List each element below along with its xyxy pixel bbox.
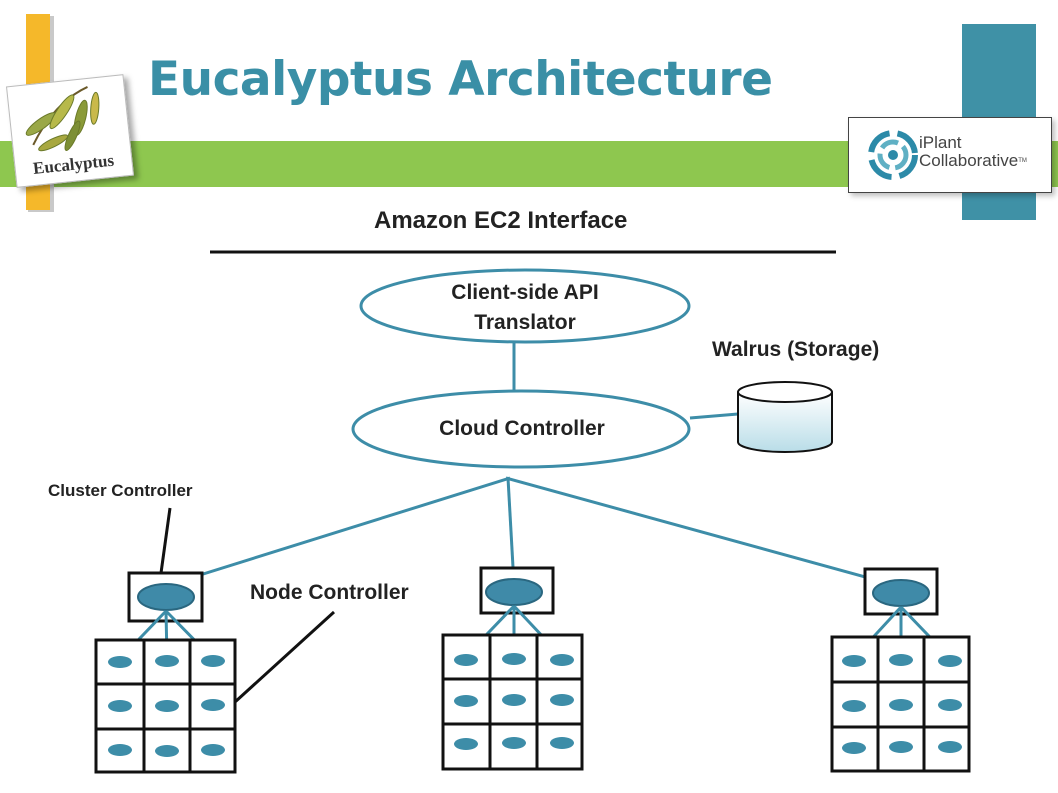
api-translator-label: Client-side API Translator	[362, 278, 688, 338]
cluster-controller-label: Cluster Controller	[48, 481, 193, 500]
iplant-collaborative: Collaborative	[919, 151, 1019, 170]
iplant-trademark: TM	[1018, 158, 1027, 164]
cluster-controller-node	[137, 583, 195, 611]
cluster-left	[94, 571, 237, 774]
iplant-name: iPlant	[919, 133, 962, 152]
walrus-connector	[689, 412, 739, 420]
cluster-right	[830, 567, 971, 773]
node-callout-line	[222, 610, 336, 714]
node-controller-label: Node Controller	[250, 581, 409, 604]
iplant-logo: iPlant CollaborativeTM	[848, 117, 1052, 193]
cluster-controller-node	[872, 579, 930, 607]
cluster-center	[441, 566, 584, 771]
cloud-controller-label: Cloud Controller	[439, 417, 605, 440]
api-translator-line1: Client-side API	[451, 281, 599, 304]
cluster-controller-node	[485, 578, 543, 606]
eucalyptus-logo: Eucalyptus	[5, 74, 135, 188]
amazon-ec2-interface-label: Amazon EC2 Interface	[374, 207, 628, 234]
cloud-controller-ellipse	[351, 389, 691, 469]
api-translator-ellipse	[359, 268, 691, 344]
iplant-swirl-icon	[868, 130, 918, 180]
cluster-callout-line	[159, 507, 172, 574]
api-translator-line2: Translator	[474, 311, 576, 334]
cluster-link-left	[167, 476, 511, 587]
node-controller-group	[108, 655, 225, 757]
walrus-storage-label: Walrus (Storage)	[712, 338, 880, 361]
eucalyptus-leaves-icon	[25, 86, 100, 152]
walrus-storage-icon	[737, 381, 833, 453]
node-controller-group	[842, 654, 962, 754]
node-controller-group	[454, 653, 574, 750]
cluster-link-right	[505, 476, 899, 588]
slide-title: Eucalyptus Architecture	[148, 52, 773, 107]
